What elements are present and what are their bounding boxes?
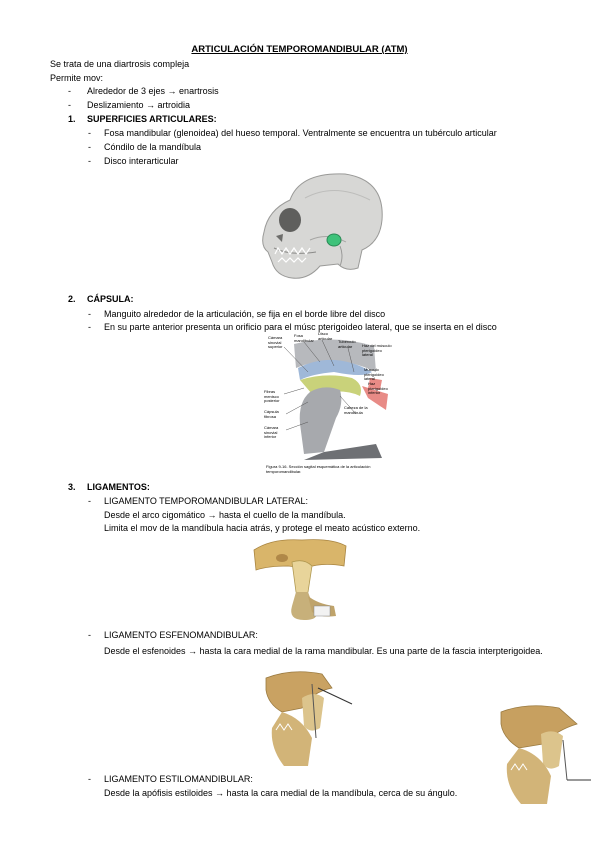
figure-label: Músculo pterigoideo lateral <box>364 367 384 381</box>
stylomandibular-figure <box>500 705 591 804</box>
figure-label: Cabeza de la mandíbula <box>344 405 368 415</box>
ligament-text: Desde el arco cigomático → hasta el cuel… <box>104 510 346 520</box>
bullet-dash: - <box>88 128 91 138</box>
skull-figure <box>262 173 383 279</box>
ligament-text: Limita el mov de la mandíbula hacia atrá… <box>104 523 421 533</box>
ligament-name: LIGAMENTO ESTILOMANDIBULAR: <box>104 774 253 784</box>
sagittal-section-illustration <box>264 332 394 462</box>
movement-bullet: - <box>68 100 71 110</box>
section-heading: LIGAMENTOS: <box>87 482 150 492</box>
intro-line-2: Permite mov: <box>50 73 104 83</box>
section-number: 3. <box>68 482 76 492</box>
figure-label: Cámara sinovial superior <box>268 335 283 349</box>
figure-label: Haz pterigoideo inferior <box>368 381 388 395</box>
section-number: 1. <box>68 114 76 124</box>
bullet-dash: - <box>88 322 91 332</box>
movement-item: Deslizamiento → artroidia <box>87 100 191 110</box>
figure-label: Haz del músculo pterigoideo lateral <box>362 343 392 357</box>
section-heading: CÁPSULA: <box>87 294 134 304</box>
figure-label: Fosa mandibular <box>294 333 314 343</box>
figure-label: Cámara sinovial inferior <box>264 425 279 439</box>
section-heading: SUPERFICIES ARTICULARES: <box>87 114 217 124</box>
figure-label: Cápsula fibrosa <box>264 409 279 419</box>
figure-label: Tubérculo articular <box>338 339 356 349</box>
figure-label: Disco articular <box>318 331 333 341</box>
bullet-dash: - <box>88 774 91 784</box>
capsule-section-figure: Cámara sinovial superior Fosa mandibular… <box>264 331 394 477</box>
list-item: Fosa mandibular (glenoidea) del hueso te… <box>104 128 497 138</box>
list-item: Cóndilo de la mandíbula <box>104 142 202 152</box>
figure-label: Fibras menisco posterior <box>264 389 280 403</box>
list-item: Disco interarticular <box>104 156 179 166</box>
section-number: 2. <box>68 294 76 304</box>
bullet-dash: - <box>88 496 91 506</box>
movement-bullet: - <box>68 86 71 96</box>
sphenomandibular-figure <box>265 671 353 766</box>
bullet-dash: - <box>88 309 91 319</box>
ligament-name: LIGAMENTO TEMPOROMANDIBULAR LATERAL: <box>104 496 309 506</box>
figure-caption: Figura 9-16. Sección sagital esquemática… <box>266 464 371 474</box>
list-item: En su parte anterior presenta un orifici… <box>104 322 497 332</box>
bullet-dash: - <box>88 156 91 166</box>
lateral-ligament-figure <box>253 539 347 620</box>
list-item: Manguito alrededor de la articulación, s… <box>104 309 386 319</box>
bullet-dash: - <box>88 142 91 152</box>
ligament-text: Desde el esfenoides → hasta la cara medi… <box>104 646 543 656</box>
ligament-text: Desde la apófisis estiloides → hasta la … <box>104 788 458 798</box>
intro-line-1: Se trata de una diartrosis compleja <box>50 59 190 69</box>
movement-item: Alrededor de 3 ejes → enartrosis <box>87 86 219 96</box>
ligament-name: LIGAMENTO ESFENOMANDIBULAR: <box>104 630 258 640</box>
page-title: ARTICULACIÓN TEMPOROMANDIBULAR (ATM) <box>191 44 408 55</box>
bullet-dash: - <box>88 630 91 640</box>
